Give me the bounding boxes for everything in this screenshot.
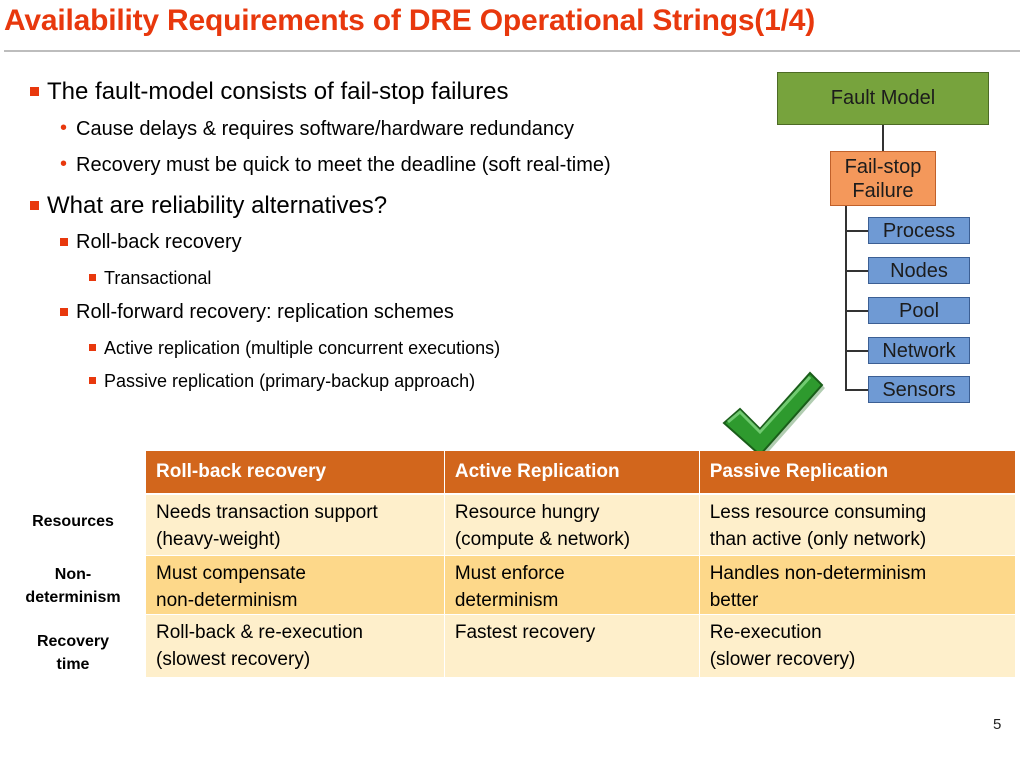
table-cell: Roll-back & re-execution(slowest recover…: [145, 614, 445, 678]
leaf-box-process: Process: [868, 217, 970, 244]
bullet-dot-icon: •: [60, 117, 68, 139]
bullet-square-icon: [89, 377, 96, 384]
bullet-square-icon: [60, 308, 68, 316]
bullet-square-icon: [30, 201, 39, 210]
bullet-item: Roll-forward recovery: replication schem…: [76, 301, 454, 323]
fault-model-box: Fault Model: [777, 72, 989, 125]
bullet-square-icon: [30, 87, 39, 96]
bullet-item: Cause delays & requires software/hardwar…: [76, 118, 575, 140]
page-number: 5: [993, 716, 1002, 733]
connector-line: [845, 350, 868, 352]
bullet-item: Recovery must be quick to meet the deadl…: [76, 154, 611, 176]
bullet-item: Transactional: [104, 268, 212, 288]
connector-line: [845, 230, 868, 232]
bullet-item: Active replication (multiple concurrent …: [104, 338, 501, 358]
bullet-item: Roll-back recovery: [76, 231, 242, 253]
table-cell: Re-execution(slower recovery): [698, 614, 1015, 678]
table-header-cell: Passive Replication: [698, 451, 1015, 495]
bullet-item: What are reliability alternatives?: [47, 192, 388, 219]
comparison-table: Roll-back recovery Active Replication Pa…: [145, 451, 1015, 678]
connector-line: [845, 310, 868, 312]
row-label-recovery-time: Recovery time: [36, 633, 110, 673]
checkmark-icon: [722, 371, 825, 458]
bullet-item: The fault-model consists of fail-stop fa…: [47, 78, 509, 105]
table-header-cell: Roll-back recovery: [145, 451, 445, 495]
bullet-square-icon: [60, 238, 68, 246]
leaf-box-sensors: Sensors: [868, 376, 970, 403]
table-cell: Resource hungry(compute & network): [443, 494, 700, 556]
leaf-box-pool: Pool: [868, 297, 970, 324]
bullet-square-icon: [89, 274, 96, 281]
table-row: Needs transaction support(heavy-weight) …: [145, 494, 1015, 556]
connector-line: [845, 270, 868, 272]
fail-stop-failure-box: Fail-stop Failure: [830, 151, 936, 206]
title-divider: [4, 50, 1020, 52]
table-cell: Fastest recovery: [443, 614, 700, 678]
bullet-square-icon: [89, 344, 96, 351]
table-row: Roll-back & re-execution(slowest recover…: [145, 614, 1015, 678]
table-header-cell: Active Replication: [443, 451, 700, 495]
failure-label-line2: Failure: [852, 179, 914, 202]
table-header-row: Roll-back recovery Active Replication Pa…: [145, 451, 1015, 495]
bullet-item: Passive replication (primary-backup appr…: [104, 371, 476, 391]
leaf-box-network: Network: [868, 337, 970, 364]
bullet-dot-icon: •: [60, 153, 68, 175]
connector-line: [882, 125, 884, 151]
failure-label-line1: Fail-stop: [844, 155, 922, 178]
row-label-resources: Resources: [32, 513, 114, 530]
row-label-non-determinism: Non- determinism: [25, 566, 121, 606]
slide-title: Availability Requirements of DRE Operati…: [4, 4, 815, 37]
leaf-box-nodes: Nodes: [868, 257, 970, 284]
connector-line: [845, 389, 868, 391]
table-cell: Needs transaction support(heavy-weight): [145, 494, 445, 556]
connector-line: [845, 206, 847, 390]
